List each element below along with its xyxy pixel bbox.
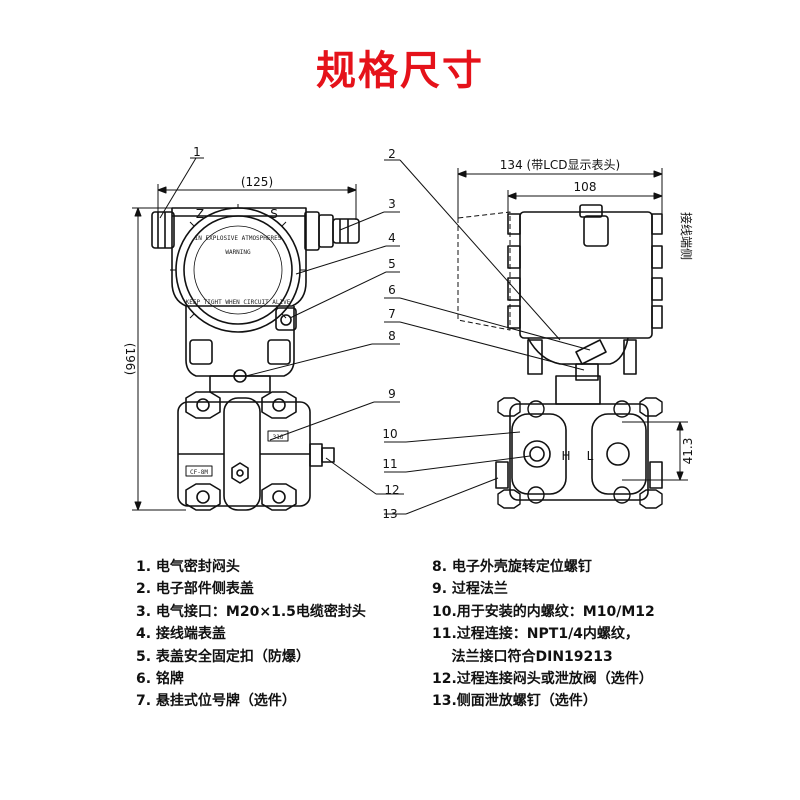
- side-label: 接线端侧: [679, 212, 694, 260]
- legend-item: 7. 悬挂式位号牌（选件）: [136, 693, 296, 710]
- legend-item: 12.过程连接闷头或泄放阀（选件）: [432, 671, 653, 688]
- legend-item: 法兰接口符合DIN19213: [432, 648, 613, 665]
- legend-item: 2. 电子部件侧表盖: [136, 581, 254, 598]
- legend-item: 10.用于安装的内螺纹：M10/M12: [432, 603, 655, 620]
- callout-11: 11: [382, 457, 397, 471]
- callout-5: 5: [388, 257, 396, 271]
- nameplate: [575, 339, 607, 365]
- port-l-label: L: [587, 449, 594, 463]
- flange-bolt: [185, 391, 221, 419]
- terminal-cover: [170, 204, 306, 333]
- callout-9: 9: [388, 387, 396, 401]
- dim-flange-label: 41.3: [681, 438, 695, 465]
- front-view: [151, 204, 360, 511]
- legend-item: 9. 过程法兰: [432, 581, 508, 598]
- legend-left: 1. 电气密封闷头 2. 电子部件侧表盖 3. 电气接口：M20×1.5电缆密封…: [136, 556, 366, 713]
- legend-item: 1. 电气密封闷头: [136, 559, 240, 575]
- callout-8: 8: [388, 329, 396, 343]
- cover-warning-top: IN EXPLOSIVE ATMOSPHERES: [195, 235, 282, 242]
- port-h-label: H: [561, 449, 570, 463]
- dim-total-label: 134 (带LCD显示表头): [500, 158, 620, 172]
- cover-warning-bottom: KEEP TIGHT WHEN CIRCUIT ALIVE: [186, 299, 291, 306]
- flange-bolt: [261, 483, 297, 511]
- callout-3: 3: [388, 197, 396, 211]
- terminal-s-label: S: [270, 207, 278, 221]
- legend-item: 11.过程连接：NPT1/4内螺纹，: [432, 626, 639, 643]
- callout-leaders: [159, 157, 591, 515]
- drain-valve: [309, 443, 335, 467]
- callout-7: 7: [388, 307, 396, 321]
- electrical-plug-left: [151, 211, 175, 249]
- side-housing: [519, 211, 653, 339]
- callout-10: 10: [382, 427, 397, 441]
- callout-4: 4: [388, 231, 396, 245]
- flange-bolt: [185, 483, 221, 511]
- dim-height-label: (196): [123, 343, 137, 375]
- legend-right: 8. 电子外壳旋转定位螺钉 9. 过程法兰 10.用于安装的内螺纹：M10/M1…: [432, 556, 655, 713]
- legend-item: 6. 铭牌: [136, 671, 184, 688]
- process-flange: [177, 391, 311, 511]
- electronics-housing: [171, 207, 307, 307]
- callout-1: 1: [193, 145, 201, 159]
- dim-width-label: (125): [241, 175, 273, 189]
- cover-safety-latch: [275, 307, 297, 331]
- callout-2: 2: [388, 147, 396, 161]
- dimension-lines: [132, 168, 688, 511]
- terminal-z-label: Z: [196, 207, 204, 221]
- callout-12: 12: [384, 483, 399, 497]
- hanging-tag: [575, 363, 599, 381]
- flange-tag-316: 316: [273, 434, 284, 441]
- cover-warning-mid: WARNING: [225, 249, 251, 256]
- callout-13: 13: [382, 507, 397, 521]
- legend-item: 8. 电子外壳旋转定位螺钉: [432, 559, 592, 575]
- cable-gland-right: [304, 211, 360, 251]
- callout-6: 6: [388, 283, 396, 297]
- legend-item: 13.侧面泄放螺钉（选件）: [432, 693, 597, 710]
- side-view: [457, 204, 663, 509]
- side-flange: [509, 403, 649, 501]
- flange-bolt: [261, 391, 297, 419]
- legend-item: 5. 表盖安全固定扣（防爆）: [136, 648, 310, 665]
- legend-item: 3. 电气接口：M20×1.5电缆密封头: [136, 603, 366, 620]
- dim-body-label: 108: [574, 180, 597, 194]
- flange-tag-side: CF-8M: [190, 469, 208, 476]
- page-title: 规格尺寸: [316, 48, 484, 94]
- lcd-display-cover: [457, 211, 511, 331]
- legend-item: 4. 接线端表盖: [136, 626, 226, 643]
